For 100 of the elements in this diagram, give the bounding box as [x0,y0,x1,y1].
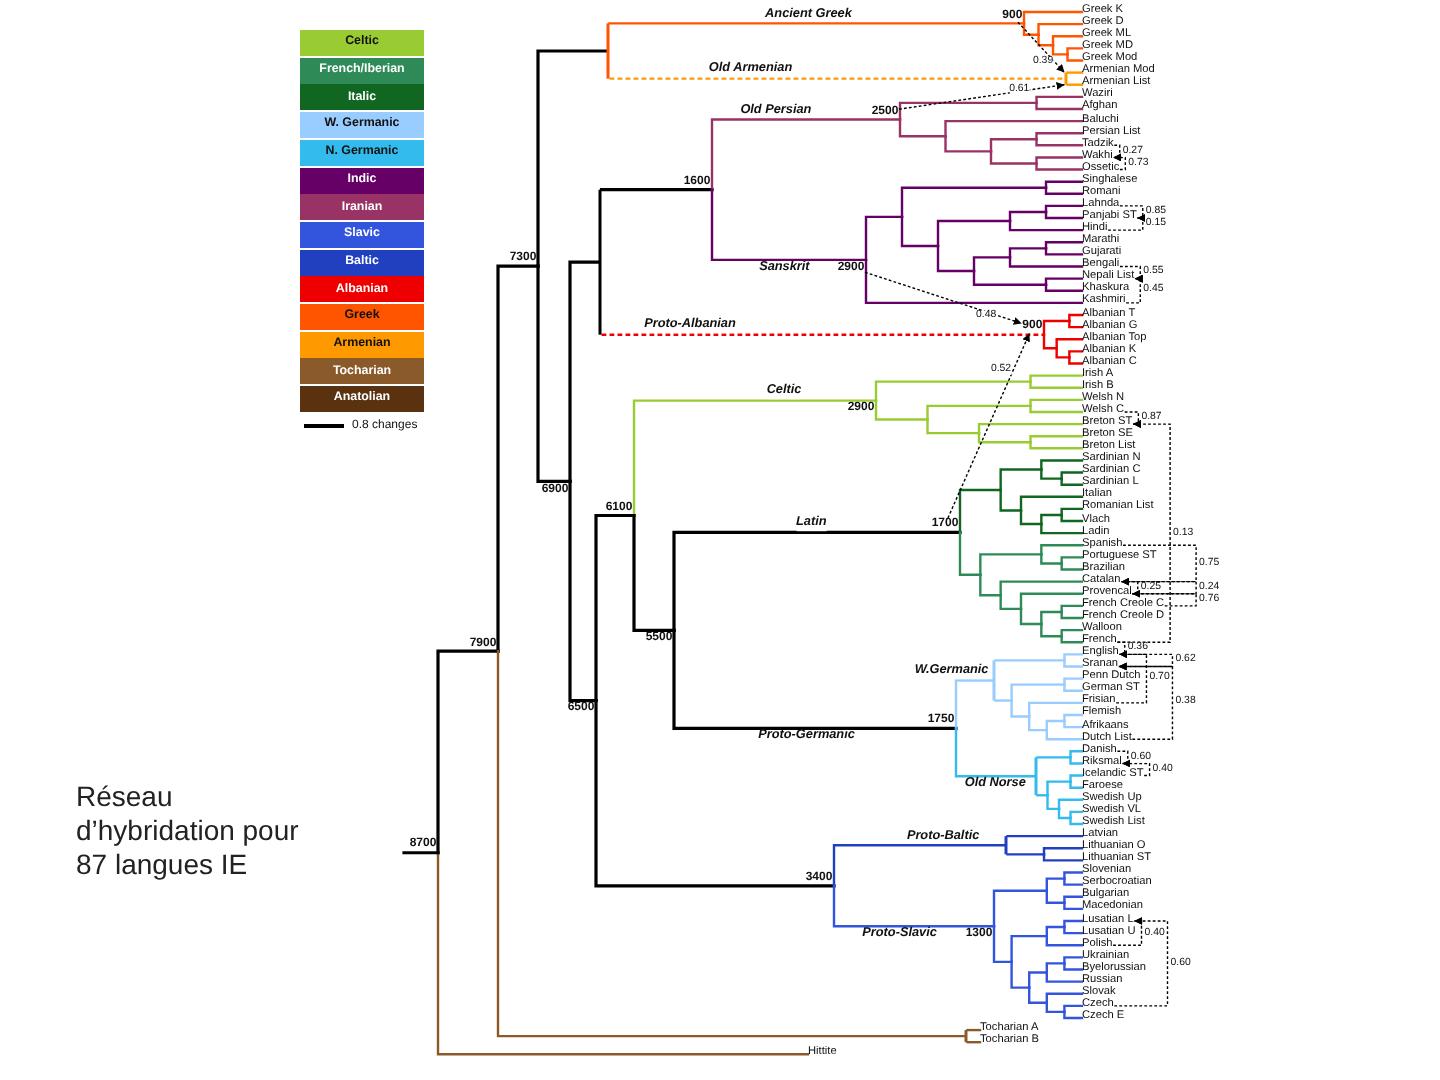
tree-branch [1069,780,1084,789]
tree-branch [1045,962,1066,974]
tree-branch [568,479,598,703]
tree-branch [1044,241,1084,250]
tree-branch [989,138,1038,153]
tree-branch [672,628,958,730]
tree-branch [710,188,868,262]
tree-branch [536,264,572,484]
tree-branch [1019,607,1043,626]
tree-branch [1045,925,1066,938]
tree-branch [594,513,636,703]
tree-branch [1035,162,1084,171]
tree-branch [1051,35,1084,47]
tree-branch [994,659,1066,662]
tree-branch [979,553,1043,577]
tree-branch [979,573,1002,597]
tree-branch [958,488,1002,534]
tree-branch [1028,701,1084,718]
hybrid-arrow [1119,205,1146,223]
tree-branch [900,186,1048,219]
hybrid-arrow [1120,580,1197,598]
tree-branch [632,513,676,632]
tree-branch [944,135,993,153]
tree-branch [1044,277,1084,286]
tree-branch [1019,509,1043,526]
tree-branch [1063,956,1084,965]
tree-branch [1040,459,1084,471]
tree-branch [436,851,810,1056]
tree-branch [1046,780,1072,797]
hybrid-arrow [1113,917,1169,1007]
tree-branch [1008,256,1084,268]
tree-branch [1068,350,1084,359]
hybrid-arrow [1118,653,1174,671]
tree-branch [832,844,1006,887]
tree-branch [1006,834,1084,838]
tree-branch [1029,398,1084,408]
tree-branch [536,49,609,268]
tree-branch [1063,677,1084,686]
tree-branch [1042,847,1084,856]
tree-branch [1063,653,1084,662]
tree-branch [1063,659,1084,668]
tree-branch [999,468,1043,492]
tree-branch [954,679,994,730]
tree-branch [1057,807,1072,820]
tree-branch [632,399,878,517]
tree-branch [1042,853,1084,862]
tree-branch [1045,1001,1066,1014]
tree-branch [436,649,500,855]
caption: Réseau d’hybridation pour 87 langues IE [76,780,300,882]
tree-branch [1019,495,1084,512]
tree-branch [977,422,1084,435]
tree-branch [1040,553,1063,565]
tree-branch [1069,750,1084,759]
tree-branch [1060,604,1084,614]
tree-branch [609,77,1065,80]
hybrid-arrow [1116,750,1131,768]
tree-branch [1019,592,1084,611]
tree-branch [1069,774,1084,783]
tree-branch [972,269,1048,286]
tree-branch [926,418,981,435]
tree-branch [966,1041,982,1044]
tree-branch [568,260,601,484]
hybrid-arrow [1017,21,1066,74]
tree-branch [994,699,1013,702]
tree-branch [977,431,1032,444]
tree-branch [594,699,836,888]
tree-branch [972,256,1012,273]
tree-branch [1037,33,1055,47]
tree-branch [1051,44,1069,56]
tree-branch [1063,683,1084,692]
hybrid-arrow [1120,544,1197,586]
tree-branch [1008,219,1084,232]
tree-branch [1040,468,1063,480]
tree-branch [1046,794,1061,811]
hybrid-arrow [1115,650,1148,704]
tree-branch [1045,971,1084,983]
tree-branch [1022,22,1040,36]
tree-branch [1044,186,1084,195]
tree-branch [1040,522,1084,535]
tree-branch [1036,756,1072,759]
tree-branch [1063,901,1084,911]
hybrid-arrow [1120,577,1139,595]
tree-branch [1008,210,1048,223]
tree-branch [1063,895,1084,905]
tree-branch [1068,319,1084,329]
tree-branch [1066,71,1084,74]
tree-branch [710,118,902,191]
tree-branch [1037,22,1084,36]
tree-branch [1060,562,1084,571]
tree-branch [1055,338,1084,350]
tree-branch [1057,798,1084,811]
tree-branch [1029,380,1084,389]
tree-branch [992,925,1013,964]
tree-branch [1010,699,1031,718]
tree-branch [496,264,540,653]
tree-branch [992,889,1048,928]
tree-branch [1066,47,1084,56]
tree-branch [1029,404,1084,414]
tree-branch [1010,934,1048,964]
tree-branch [1060,513,1084,523]
